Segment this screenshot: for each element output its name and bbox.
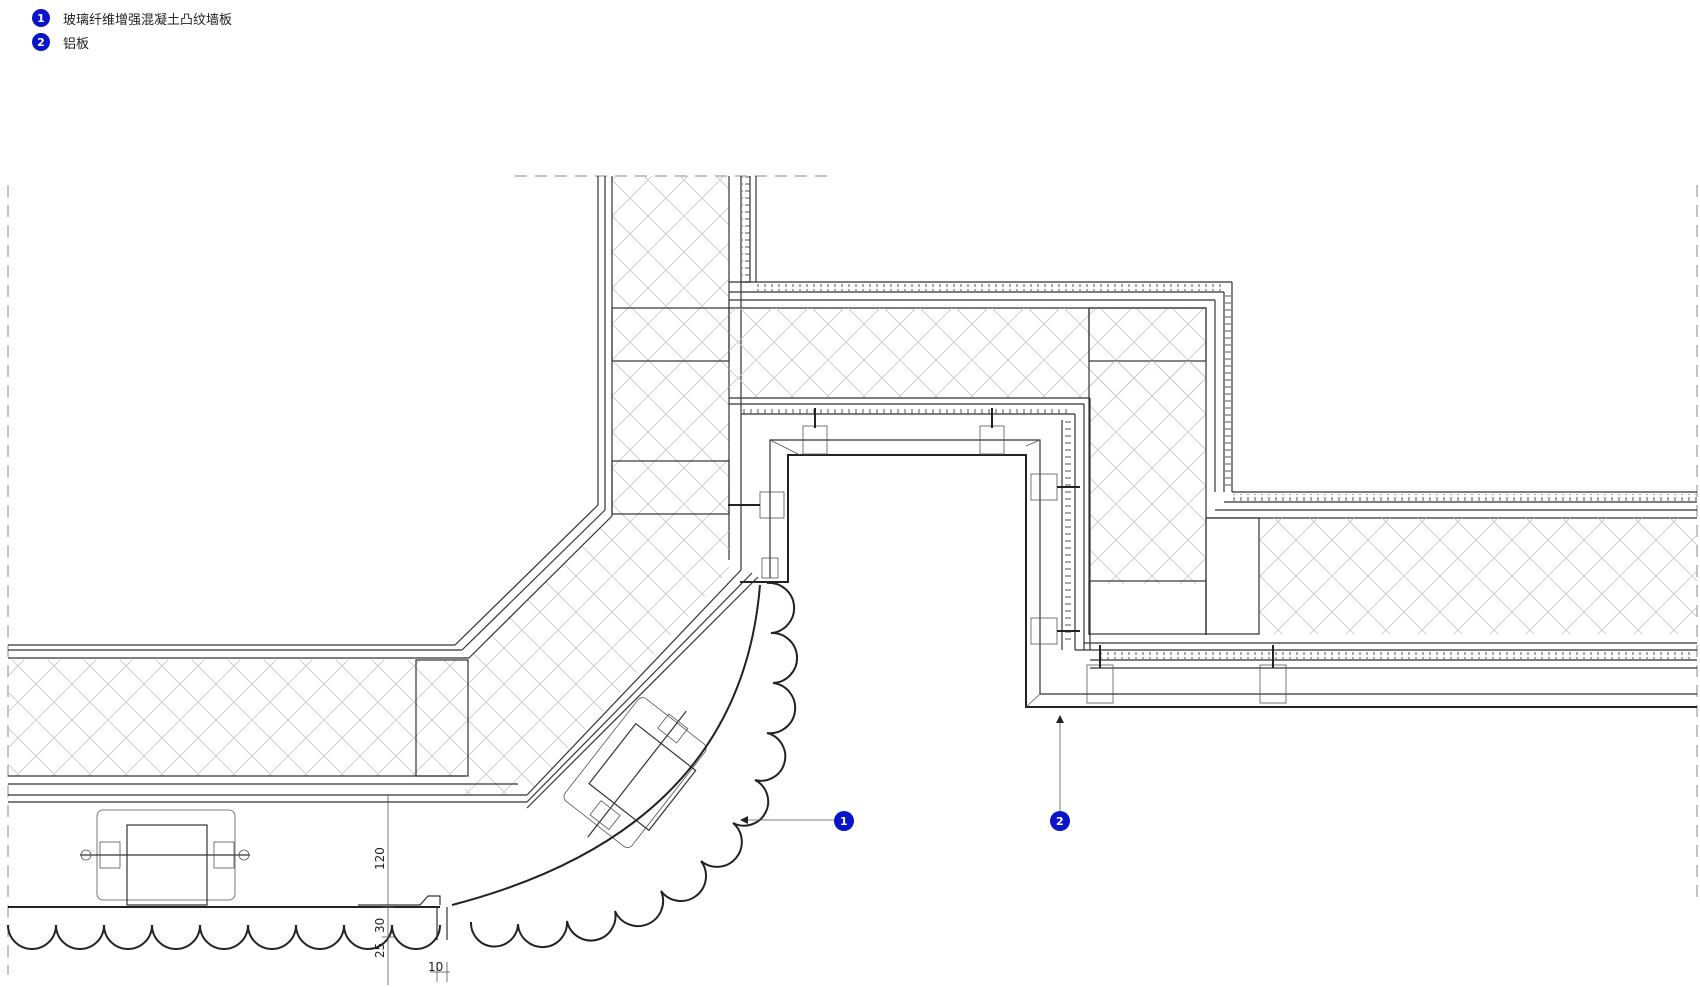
upper-wall — [597, 176, 757, 570]
legend-label-grc-panel: 玻璃纤维增强混凝土凸纹墙板 — [63, 12, 233, 28]
dim-25: 25 — [373, 943, 387, 958]
right-horizontal-block — [1075, 491, 1697, 669]
dim-10: 10 — [428, 960, 443, 974]
dim-120: 120 — [373, 847, 387, 870]
legend-badge-2: 2 — [32, 33, 50, 51]
right-vertical-block — [1061, 282, 1233, 650]
callout-1: 1 — [740, 811, 854, 831]
grc-ribbed-panel — [7, 581, 798, 950]
support-bracket-diagonal — [563, 697, 707, 848]
callout-2: 2 — [1050, 715, 1070, 831]
legend: 1 玻璃纤维增强混凝土凸纹墙板 2 铝板 — [32, 6, 232, 54]
callout-2-number: 2 — [1056, 815, 1064, 828]
legend-item-aluminum-panel: 2 铝板 — [32, 30, 232, 54]
legend-item-grc-panel: 1 玻璃纤维增强混凝土凸纹墙板 — [32, 6, 232, 30]
fixings — [728, 408, 1287, 704]
dim-30: 30 — [373, 918, 387, 933]
aluminum-panel — [740, 439, 1697, 708]
legend-label-aluminum-panel: 铝板 — [63, 36, 90, 52]
support-bracket-lower — [80, 809, 250, 906]
dimension-lines — [382, 795, 450, 985]
lower-horizontal-wall — [8, 644, 527, 803]
legend-badge-1: 1 — [32, 9, 50, 27]
callout-1-number: 1 — [840, 815, 848, 828]
diagonal-wall — [454, 504, 759, 809]
